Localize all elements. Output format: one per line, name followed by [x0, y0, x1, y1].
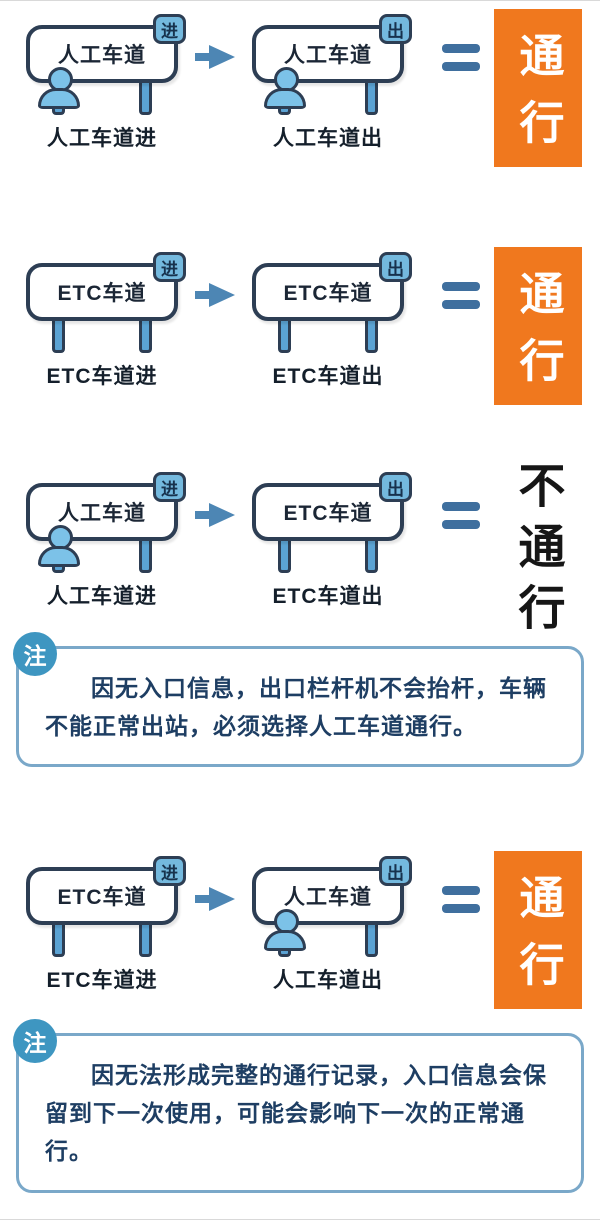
scenario-row-3: 人工车道 进 人工车道进 ETC车道 出 ETC车道出 不通行	[0, 461, 600, 644]
equals-icon	[440, 44, 482, 71]
lane-caption: ETC车道出	[272, 585, 384, 608]
result-pass-badge: 通行	[494, 9, 582, 167]
lane-caption: 人工车道出	[273, 969, 383, 993]
result-pass-badge: 通行	[494, 247, 582, 405]
arrow-right-icon	[192, 43, 238, 71]
lane-caption: 人工车道出	[273, 127, 383, 150]
result-pass-badge: 通行	[494, 851, 582, 1010]
lane-sign-text: ETC车道	[283, 282, 373, 305]
lane-caption: ETC车道进	[46, 365, 158, 388]
note-text: 因无入口信息，出口栏杆机不会抬杆，车辆不能正常出站，必须选择人工车道通行。	[45, 675, 547, 739]
entry-badge: 进	[153, 252, 186, 282]
exit-sign-unit: ETC车道 出 ETC车道出	[238, 249, 418, 390]
lane-sign-text: ETC车道	[57, 282, 147, 305]
entry-sign-unit: ETC车道 进 ETC车道进	[12, 853, 192, 994]
result-text: 不通行	[511, 461, 565, 644]
arrow-right-icon	[192, 885, 238, 913]
sign-posts	[52, 925, 152, 958]
entry-sign-unit: 人工车道 进 人工车道进	[12, 469, 192, 610]
entry-badge: 进	[153, 472, 186, 502]
exit-sign-unit: 人工车道 出 人工车道出	[238, 853, 418, 994]
equals-icon	[440, 886, 482, 914]
entry-sign-unit: ETC车道 进 ETC车道进	[12, 249, 192, 390]
exit-sign-unit: ETC车道 出 ETC车道出	[238, 469, 418, 610]
lane-sign-text: 人工车道	[58, 44, 146, 67]
entry-badge: 进	[153, 856, 186, 887]
lane-sign-text: ETC车道	[57, 886, 147, 910]
lane-sign: 人工车道 出	[252, 856, 412, 926]
sign-posts	[52, 321, 152, 353]
person-icon	[264, 909, 308, 952]
lane-sign: ETC车道 进	[26, 856, 186, 926]
scenario-row-1: 人工车道 进 人工车道进 人工车道 出 人工车道出 通行	[0, 9, 600, 167]
lane-sign: ETC车道 进	[26, 252, 186, 321]
exit-badge: 出	[379, 252, 412, 282]
arrow-right-icon	[192, 281, 238, 309]
arrow-right-icon	[192, 501, 238, 529]
lane-sign-text: 人工车道	[284, 44, 372, 67]
lane-caption: ETC车道出	[272, 365, 384, 388]
note-box-1: 注 因无入口信息，出口栏杆机不会抬杆，车辆不能正常出站，必须选择人工车道通行。	[13, 632, 584, 768]
note-badge-icon: 注	[13, 632, 57, 676]
lane-caption: 人工车道进	[47, 585, 157, 608]
exit-badge: 出	[379, 472, 412, 502]
person-icon	[264, 67, 308, 109]
person-icon	[38, 525, 82, 567]
result-text: 通行	[512, 874, 564, 1009]
sign-posts	[278, 321, 378, 353]
scenario-row-4: ETC车道 进 ETC车道进 人工车道 出 人工车道出 通行	[0, 851, 600, 1010]
lane-caption: ETC车道进	[46, 969, 158, 993]
lane-sign-text: ETC车道	[283, 502, 373, 525]
exit-badge: 出	[379, 856, 412, 887]
lane-caption: 人工车道进	[47, 127, 157, 150]
scenario-row-2: ETC车道 进 ETC车道进 ETC车道 出 ETC车道出 通行	[0, 247, 600, 405]
equals-icon	[440, 502, 482, 529]
note-text: 因无法形成完整的通行记录，入口信息会保留到下一次使用，可能会影响下一次的正常通行…	[45, 1062, 547, 1164]
note-box-2: 注 因无法形成完整的通行记录，入口信息会保留到下一次使用，可能会影响下一次的正常…	[13, 1019, 584, 1193]
result-text: 通行	[512, 270, 564, 404]
lane-sign: ETC车道 出	[252, 472, 412, 541]
sign-posts	[278, 541, 378, 573]
entry-badge: 进	[153, 14, 186, 44]
equals-icon	[440, 282, 482, 309]
result-text: 通行	[512, 32, 564, 166]
exit-badge: 出	[379, 14, 412, 44]
result-no-pass-text: 不通行	[494, 461, 582, 644]
lane-sign: ETC车道 出	[252, 252, 412, 321]
lane-sign-text: 人工车道	[58, 502, 146, 525]
lane-sign-text: 人工车道	[284, 886, 372, 910]
note-badge-icon: 注	[13, 1019, 57, 1064]
lane-sign: 人工车道 进	[26, 472, 186, 541]
exit-sign-unit: 人工车道 出 人工车道出	[238, 11, 418, 152]
person-icon	[38, 67, 82, 109]
entry-sign-unit: 人工车道 进 人工车道进	[12, 11, 192, 152]
